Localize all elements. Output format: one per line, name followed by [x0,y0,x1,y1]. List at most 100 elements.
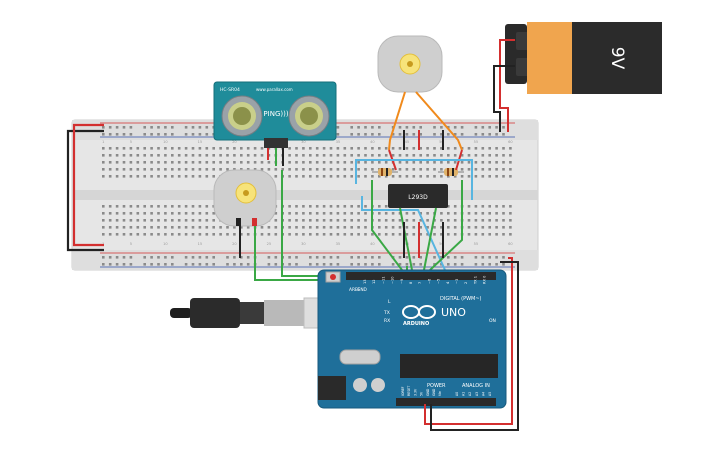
breadboard-hole[interactable] [115,256,119,259]
breadboard-hole[interactable] [302,212,305,215]
breadboard-hole[interactable] [426,212,429,215]
breadboard-hole[interactable] [426,219,429,222]
breadboard-hole[interactable] [164,212,167,215]
breadboard-hole[interactable] [350,126,353,129]
breadboard-hole[interactable] [419,256,422,259]
breadboard-hole[interactable] [164,133,167,136]
breadboard-hole[interactable] [495,154,498,157]
breadboard-hole[interactable] [440,226,443,229]
breadboard-hole[interactable] [295,212,298,215]
breadboard-hole[interactable] [274,212,278,215]
breadboard-hole[interactable] [419,263,422,266]
breadboard-hole[interactable] [233,154,236,157]
breadboard-hole[interactable] [150,212,153,215]
breadboard-hole[interactable] [343,168,347,171]
breadboard-hole[interactable] [122,212,126,215]
breadboard-hole[interactable] [322,205,326,208]
breadboard-hole[interactable] [447,212,450,215]
breadboard-hole[interactable] [274,256,278,259]
breadboard-hole[interactable] [329,205,333,208]
breadboard-hole[interactable] [502,226,505,229]
breadboard-hole[interactable] [322,212,326,215]
breadboard-hole[interactable] [495,263,498,266]
breadboard-hole[interactable] [488,154,491,157]
breadboard-hole[interactable] [329,226,333,229]
breadboard-hole[interactable] [157,233,160,236]
breadboard-hole[interactable] [177,147,181,150]
breadboard-hole[interactable] [419,168,422,171]
breadboard-hole[interactable] [191,161,195,164]
breadboard-hole[interactable] [164,126,167,129]
breadboard-hole[interactable] [267,226,271,229]
breadboard-hole[interactable] [302,175,305,178]
breadboard-hole[interactable] [357,226,360,229]
breadboard-hole[interactable] [157,126,160,129]
breadboard-hole[interactable] [129,212,133,215]
breadboard-hole[interactable] [164,219,167,222]
breadboard-hole[interactable] [350,168,353,171]
driver-input-green-wire-right[interactable] [429,180,463,271]
breadboard-hole[interactable] [226,233,229,236]
breadboard-hole[interactable] [384,233,388,236]
breadboard-hole[interactable] [136,154,140,157]
breadboard-hole[interactable] [371,168,374,171]
breadboard-hole[interactable] [115,175,119,178]
breadboard-hole[interactable] [433,168,436,171]
breadboard-hole[interactable] [108,133,112,136]
resistor-right[interactable] [438,168,464,176]
breadboard-hole[interactable] [122,205,126,208]
breadboard-hole[interactable] [184,263,188,266]
breadboard-hole[interactable] [419,154,422,157]
breadboard-hole[interactable] [281,168,284,171]
breadboard-hole[interactable] [378,233,381,236]
breadboard-hole[interactable] [481,212,485,215]
breadboard-hole[interactable] [143,263,146,266]
breadboard-hole[interactable] [488,147,491,150]
breadboard-hole[interactable] [488,263,491,266]
driver-output-green-wire-2[interactable] [423,207,437,271]
breadboard-hole[interactable] [488,256,491,259]
breadboard-hole[interactable] [136,212,140,215]
breadboard-hole[interactable] [412,154,416,157]
breadboard-hole[interactable] [212,175,215,178]
breadboard-hole[interactable] [391,233,395,236]
breadboard-hole[interactable] [364,256,367,259]
breadboard-hole[interactable] [453,161,457,164]
breadboard-hole[interactable] [488,219,491,222]
breadboard-hole[interactable] [440,133,443,136]
breadboard-hole[interactable] [191,205,195,208]
breadboard-hole[interactable] [474,175,478,178]
breadboard-hole[interactable] [440,147,443,150]
breadboard-hole[interactable] [205,154,209,157]
breadboard-hole[interactable] [212,147,215,150]
breadboard-hole[interactable] [357,256,360,259]
breadboard-hole[interactable] [219,233,222,236]
breadboard-hole[interactable] [419,175,422,178]
breadboard-hole[interactable] [481,147,485,150]
breadboard-hole[interactable] [129,161,133,164]
breadboard-hole[interactable] [184,219,188,222]
breadboard-hole[interactable] [212,161,215,164]
breadboard-hole[interactable] [357,147,360,150]
breadboard-hole[interactable] [474,233,478,236]
breadboard-hole[interactable] [302,205,305,208]
breadboard-hole[interactable] [357,205,360,208]
breadboard-hole[interactable] [495,212,498,215]
breadboard-hole[interactable] [336,161,340,164]
breadboard-hole[interactable] [502,233,505,236]
breadboard-hole[interactable] [102,256,105,259]
breadboard-hole[interactable] [336,233,340,236]
breadboard-hole[interactable] [184,133,188,136]
breadboard-hole[interactable] [329,147,333,150]
breadboard-hole[interactable] [412,212,416,215]
breadboard-hole[interactable] [122,219,126,222]
breadboard-hole[interactable] [502,219,505,222]
breadboard-hole[interactable] [481,226,485,229]
breadboard-hole[interactable] [164,161,167,164]
breadboard-hole[interactable] [350,161,353,164]
breadboard-hole[interactable] [115,161,119,164]
breadboard-hole[interactable] [488,133,491,136]
driver-input-blue-wire[interactable] [361,196,446,271]
digital-header[interactable] [346,272,496,280]
breadboard-hole[interactable] [177,205,181,208]
